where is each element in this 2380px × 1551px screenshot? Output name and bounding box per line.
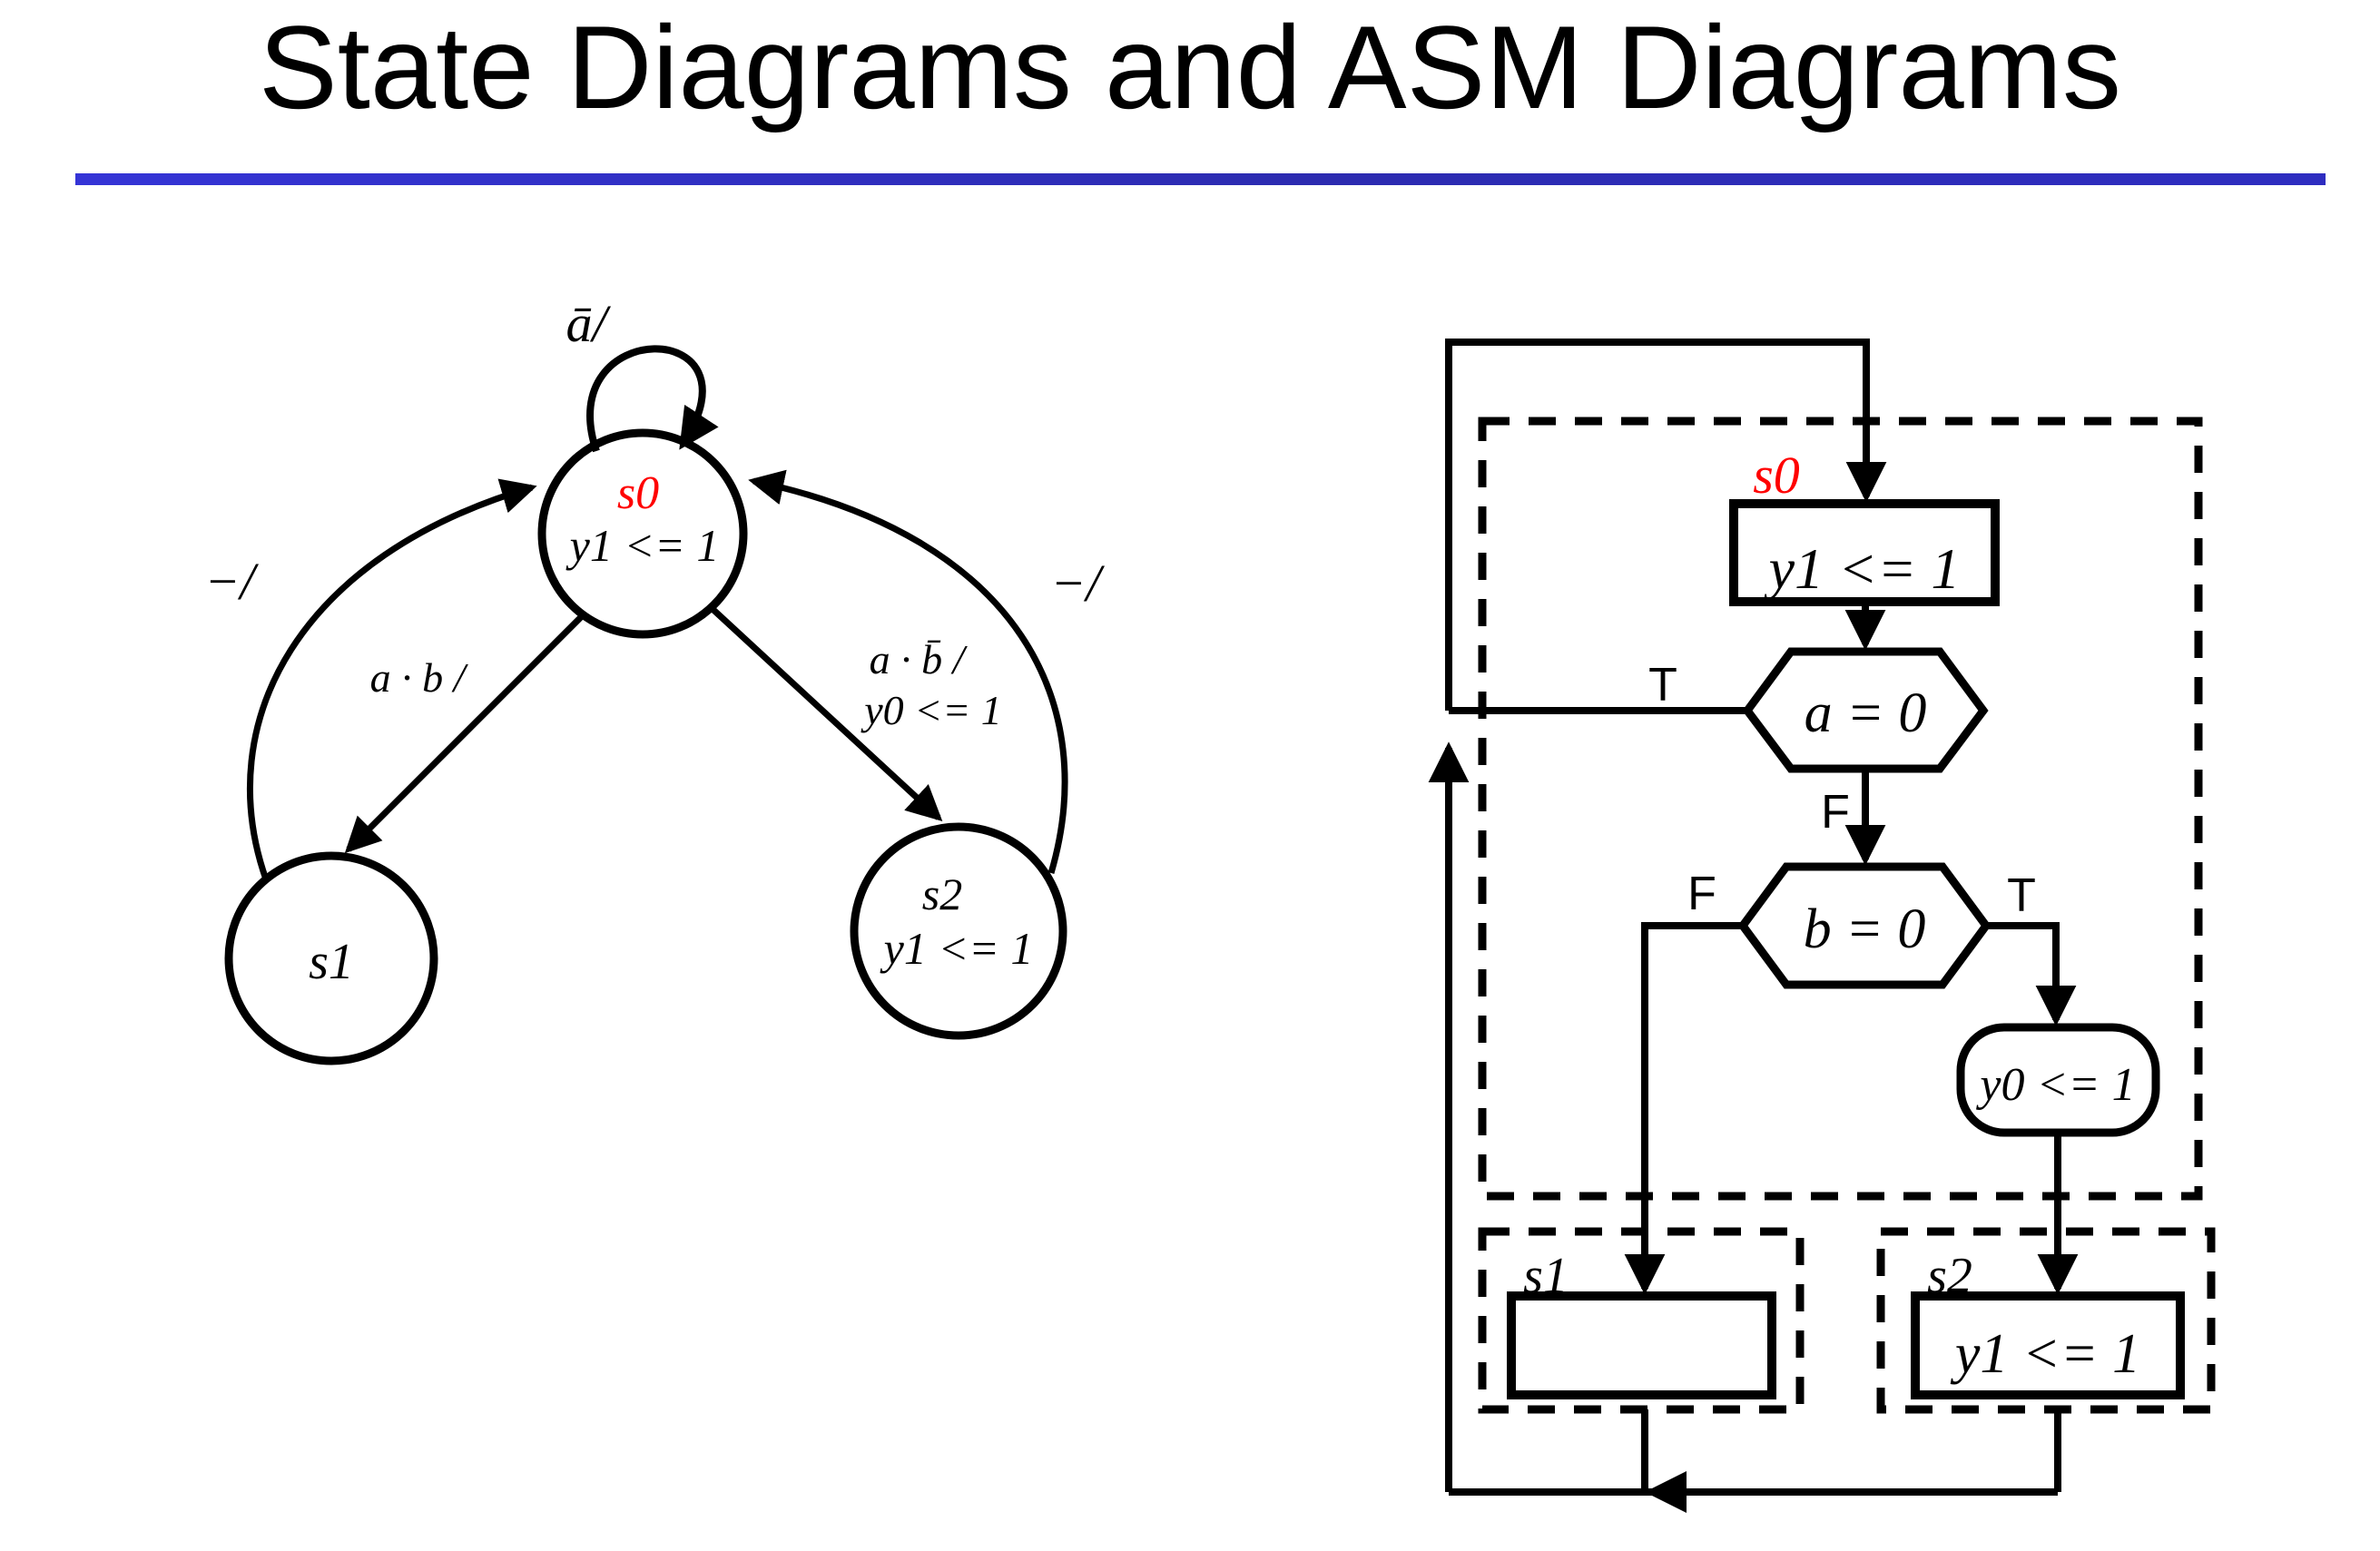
state-s0-circle: [537, 428, 748, 639]
transition-s0-to-s2: [711, 607, 943, 821]
asm-conditional-output-oval: [1956, 1023, 2160, 1137]
asm-decision-b-hexagon: [1737, 862, 1992, 989]
asm-s2-action-box: [1911, 1291, 2185, 1399]
asm-a-true-label: T: [1648, 659, 1677, 712]
transition-s0-self-loop: [586, 345, 719, 453]
transition-s1-to-s0: [246, 478, 537, 881]
asm-b-false-label: F: [1687, 868, 1716, 920]
asm-s0-action-box: [1729, 499, 2000, 606]
asm-a-false-label: F: [1821, 786, 1850, 839]
state-s1-circle: [224, 851, 438, 1065]
asm-decision-b-text: b = 0: [1804, 898, 1926, 960]
asm-s2-dashed-box: [1876, 1227, 2216, 1414]
asm-s2-action-text: y1 <= 1: [1950, 1323, 2140, 1385]
state-s2-action: y1 <= 1: [880, 923, 1034, 974]
asm-decision-b-true-line: [1986, 922, 2077, 1026]
state-s1-label: s1: [309, 934, 354, 990]
asm-decision-b-false-line: [1624, 922, 1743, 1295]
asm-s1-label: s1: [1523, 1248, 1569, 1304]
s1-to-s0-label: −/: [204, 552, 259, 611]
asm-diagram: s0 y1 <= 1 a = 0 b = 0 y0 <= 1 y1 <= 1 s…: [1428, 339, 2216, 1513]
asm-s2-label: s2: [1927, 1248, 1972, 1304]
s0-to-s2-label: a · b̄ /: [870, 636, 969, 682]
asm-s0-action-text: y1 <= 1: [1764, 536, 1961, 601]
asm-b-true-label: T: [2007, 869, 2036, 922]
page-title: State Diagrams and ASM Diagrams: [259, 1, 2121, 133]
asm-bottom-merge-arrowhead: [1645, 1471, 1687, 1513]
state-s0-label: s0: [617, 467, 659, 519]
asm-s1-action-box: [1507, 1291, 1776, 1399]
transition-s0-to-s1: [344, 613, 585, 854]
asm-loop-top-feedback-line: [1445, 339, 1887, 711]
s0-to-s2-action-label: y0 <= 1: [861, 687, 1002, 733]
s0-to-s1-label: a · b /: [370, 654, 469, 701]
self-loop-label: ā/: [565, 294, 611, 353]
asm-s0-dashed-box: [1478, 417, 2203, 1201]
s2-to-s0-label: −/: [1050, 554, 1105, 613]
asm-s0-label: s0: [1753, 446, 1800, 505]
title-underline-rule: [75, 173, 2326, 185]
state-s2-label: s2: [922, 869, 962, 919]
asm-conditional-output-text: y0 <= 1: [1975, 1059, 2135, 1111]
state-s0-action: y1 <= 1: [565, 520, 720, 571]
asm-decision-a-text: a = 0: [1805, 682, 1927, 744]
state-s2-circle: [850, 822, 1067, 1040]
transition-s2-to-s0: [748, 469, 1068, 874]
asm-decision-a-hexagon: [1742, 647, 1989, 773]
state-diagram: ā/ −/ −/ a · b / a · b̄ / y0 <= 1 s0 y1 …: [204, 294, 1106, 1065]
